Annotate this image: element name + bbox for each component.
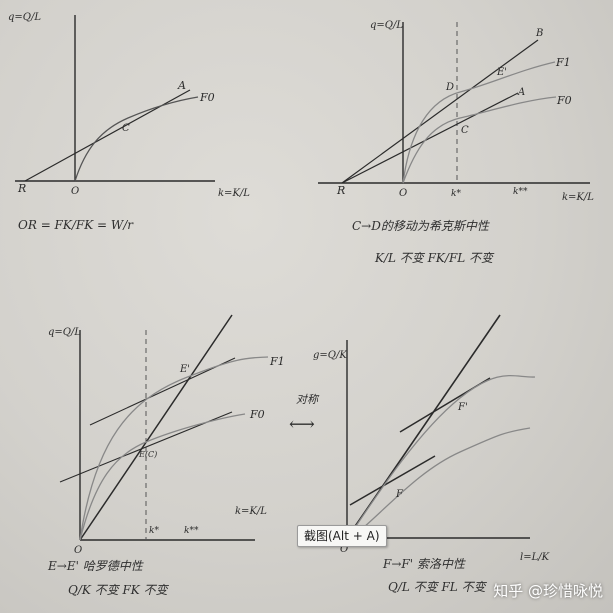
note-hicks: C→D的移动为希克斯中性 xyxy=(352,219,490,233)
curve-f0 xyxy=(74,96,199,182)
label-k-star: k* xyxy=(451,189,461,199)
y-axis-label: g=Q/K xyxy=(313,350,347,361)
label-e: E(C) xyxy=(138,450,157,459)
label-a: A xyxy=(177,79,186,92)
label-d: D xyxy=(445,82,454,93)
curve-lower xyxy=(354,427,531,536)
middle-note: 对称 ⟷ xyxy=(289,393,320,435)
label-f: F xyxy=(395,489,404,500)
label-f1: F1 xyxy=(555,56,571,69)
note-solow-2: Q/L 不变 FL 不变 xyxy=(388,580,488,594)
panel-bottom-right: g=Q/K l=L/K O F F' F→F' 索洛中性 Q/L 不变 FL 不… xyxy=(313,314,550,594)
label-f0: F0 xyxy=(199,91,215,104)
label-f1: F1 xyxy=(269,355,285,368)
note-hicks-2: K/L 不变 FK/FL 不变 xyxy=(374,251,495,265)
label-c: C xyxy=(461,125,469,136)
screenshot-tooltip: 截图(Alt + A) xyxy=(297,525,387,547)
note-harrod-2: Q/K 不变 FK 不变 xyxy=(68,583,170,597)
label-o: O xyxy=(74,545,82,556)
label-e-prime: E' xyxy=(179,364,190,375)
panel-bottom-left: q=Q/L k=K/L O E' E(C) F1 F0 k* k** E→E' … xyxy=(47,314,285,597)
label-k-star: k* xyxy=(149,526,159,536)
note-solow: F→F' 索洛中性 xyxy=(382,557,466,571)
label-c: C xyxy=(122,123,130,134)
line-ra xyxy=(341,92,519,184)
label-f0: F0 xyxy=(556,94,572,107)
x-axis-label: k=K/L xyxy=(235,506,267,517)
y-axis-label: q=Q/L xyxy=(370,20,403,31)
curve-f1 xyxy=(402,61,556,184)
line-ra xyxy=(24,89,191,182)
symmetry-arrow: ⟷ xyxy=(289,414,315,435)
panel-top-left: q=Q/L k=K/L R O C A F0 OR = FK/FK = W/r xyxy=(8,12,250,232)
y-axis-label: q=Q/L xyxy=(8,12,41,23)
label-r: R xyxy=(17,182,26,195)
ray-origin xyxy=(79,314,233,541)
line-rb xyxy=(341,39,539,184)
tangent-f xyxy=(349,455,436,506)
curve-f0 xyxy=(79,413,246,541)
label-e-prime: E' xyxy=(496,67,507,78)
panel-top-right: q=Q/L k=K/L R O C D A B E' F1 F0 k* k** … xyxy=(318,20,594,265)
symmetry-label: 对称 xyxy=(296,393,320,406)
label-o: O xyxy=(71,186,79,197)
label-r: R xyxy=(336,184,345,197)
curve-upper xyxy=(349,374,536,536)
label-a: A xyxy=(517,87,525,98)
label-k-star2: k** xyxy=(184,526,199,536)
curve-f1 xyxy=(79,356,269,541)
x-axis-label: k=K/L xyxy=(218,188,250,199)
label-f-prime: F' xyxy=(457,402,468,413)
zhihu-watermark: 知乎 @珍惜咏悦 xyxy=(493,582,603,600)
label-k-star2: k** xyxy=(513,187,528,197)
y-axis-label: q=Q/L xyxy=(48,327,81,338)
curve-f0 xyxy=(402,96,557,184)
tangent-e-prime xyxy=(89,357,236,426)
note-or: OR = FK/FK = W/r xyxy=(18,218,134,232)
x-axis-label: l=L/K xyxy=(520,552,550,563)
label-f0: F0 xyxy=(249,408,265,421)
label-o: O xyxy=(340,544,348,555)
note-harrod: E→E' 哈罗德中性 xyxy=(47,559,144,573)
label-b: B xyxy=(535,28,543,39)
x-axis-label: k=K/L xyxy=(562,192,594,203)
label-o: O xyxy=(399,188,407,199)
